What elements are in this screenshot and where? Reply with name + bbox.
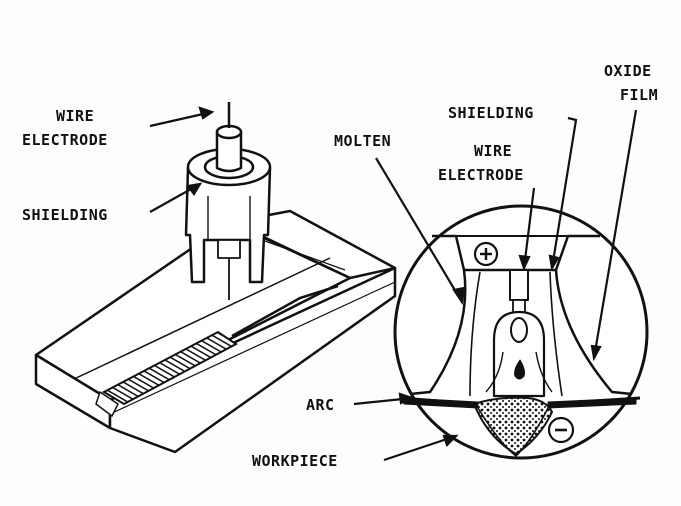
joint-seam xyxy=(231,284,339,338)
label-inset-wire-line1: WIRE xyxy=(474,142,512,160)
label-wire-electrode-line2: ELECTRODE xyxy=(22,131,108,149)
label-workpiece: WORKPIECE xyxy=(252,452,338,470)
label-wire-electrode-line1: WIRE xyxy=(56,107,94,125)
weld-bead xyxy=(101,330,238,406)
workpiece-plates xyxy=(34,209,397,454)
inset-contents xyxy=(399,234,641,457)
negative-sign-text: − xyxy=(0,0,1,1)
label-molten: MOLTEN xyxy=(334,132,391,150)
diagram-labels: WIRE ELECTRODE SHIELDING MOLTEN SHIELDIN… xyxy=(0,0,658,470)
welding-torch xyxy=(184,102,272,300)
label-shielding-left: SHIELDING xyxy=(22,206,108,224)
label-inset-wire-line2: ELECTRODE xyxy=(438,166,524,184)
label-oxide-line1: OXIDE xyxy=(604,62,652,80)
label-arc: ARC xyxy=(306,396,335,414)
label-shielding-inset: SHIELDING xyxy=(448,104,534,122)
label-oxide-line2: FILM xyxy=(620,86,658,104)
leader-arrows xyxy=(149,106,638,462)
